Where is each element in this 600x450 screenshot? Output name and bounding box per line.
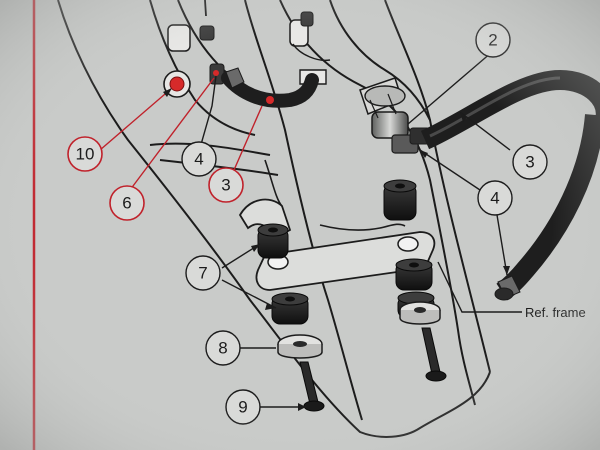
callout-9: 9: [225, 389, 261, 425]
grommet-part-7-lower-right: [395, 258, 433, 291]
callout-6-label: 6: [122, 194, 131, 213]
washer-part-8-right: [399, 301, 441, 325]
grommet-part-7-upper-left: [257, 223, 289, 259]
callout-9-label: 9: [238, 398, 247, 417]
callout-10: 10: [67, 136, 103, 172]
callout-7: 7: [185, 255, 221, 291]
callout-6: 6: [109, 185, 145, 221]
callout-4-left: 4: [181, 141, 217, 177]
callout-10-label: 10: [76, 145, 95, 164]
callout-3-left-label: 3: [221, 176, 230, 195]
callout-8-label: 8: [218, 339, 227, 358]
callout-4-right-label: 4: [490, 189, 499, 208]
callout-3-right: 3: [512, 144, 548, 180]
callout-4-left-label: 4: [194, 150, 203, 169]
callout-2: 2: [475, 22, 511, 58]
callout-4-right: 4: [477, 180, 513, 216]
callout-2-label: 2: [488, 31, 497, 50]
grommet-part-7-lower-left: [271, 292, 309, 325]
callout-7-label: 7: [198, 264, 207, 283]
callout-3-right-label: 3: [525, 153, 534, 172]
washer-part-8-left: [277, 334, 323, 359]
callout-8: 8: [205, 330, 241, 366]
grommet-part-7-upper-right: [383, 179, 417, 221]
callout-3-left: 3: [208, 167, 244, 203]
ref-frame-label: Ref. frame: [525, 305, 586, 320]
